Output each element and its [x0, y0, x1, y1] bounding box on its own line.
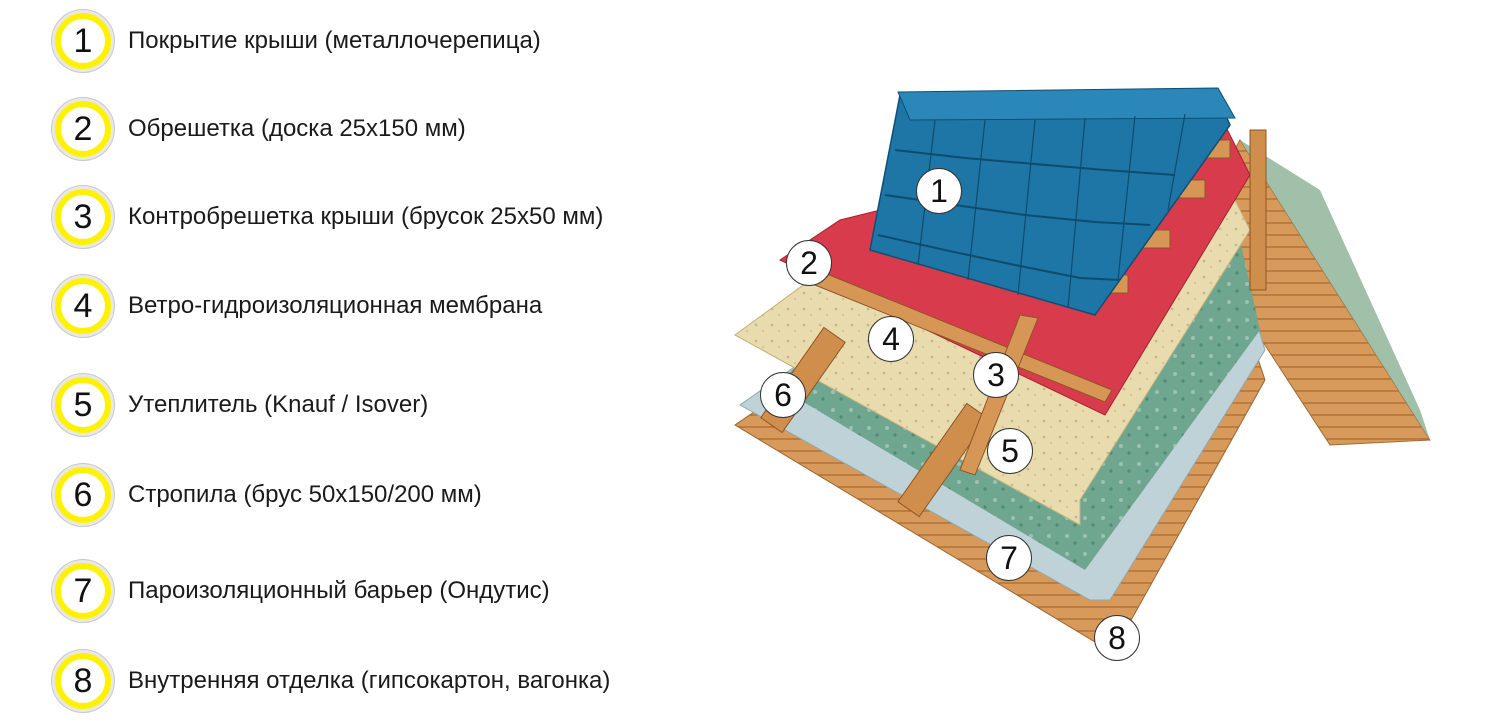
- legend-label: Покрытие крыши (металлочерепица): [128, 27, 541, 54]
- tile-row: [894, 149, 1176, 176]
- tile-ridge: [1017, 119, 1036, 296]
- layer-marker-2: 2: [786, 240, 832, 286]
- ridge-cap: [897, 87, 1236, 121]
- layer-marker-5: 5: [987, 428, 1033, 474]
- layer-marker-4: 4: [868, 316, 914, 362]
- badge-number: 8: [61, 659, 105, 703]
- number-badge: 2: [52, 98, 114, 160]
- number-badge: 6: [52, 464, 114, 526]
- roof-layers-diagram: 1 2 3 4 5 6 7 8: [720, 80, 1460, 680]
- legend-label: Обрешетка (доска 25х150 мм): [128, 115, 466, 142]
- badge-number: 2: [61, 107, 105, 151]
- number-badge: 8: [52, 650, 114, 712]
- legend-label: Стропила (брус 50х150/200 мм): [128, 481, 482, 508]
- rafter: [897, 402, 989, 518]
- legend-label: Ветро-гидроизоляционная мембрана: [128, 292, 543, 319]
- tile-ridge: [1167, 113, 1186, 211]
- layer-marker-6: 6: [760, 372, 806, 418]
- layer-marker-3: 3: [973, 352, 1019, 398]
- number-badge: 1: [52, 10, 114, 72]
- legend-item-2: 2 Обрешетка (доска 25х150 мм): [52, 94, 466, 164]
- legend-label: Внутренняя отделка (гипсокартон, вагонка…: [128, 667, 611, 694]
- legend-item-8: 8 Внутренняя отделка (гипсокартон, вагон…: [52, 646, 610, 716]
- legend-label: Контробрешетка крыши (брусок 25х50 мм): [128, 203, 604, 230]
- tile-row: [877, 234, 1121, 281]
- legend-item-6: 6 Стропила (брус 50х150/200 мм): [52, 460, 482, 530]
- badge-number: 6: [61, 473, 105, 517]
- tile-ridge: [1117, 115, 1136, 281]
- layer-marker-7: 7: [986, 535, 1032, 581]
- number-badge: 5: [52, 374, 114, 436]
- badge-number: 7: [61, 569, 105, 613]
- tile-ridge: [967, 119, 986, 281]
- gable-green-fill: [1240, 140, 1430, 440]
- legend-item-3: 3 Контробрешетка крыши (брусок 25х50 мм): [52, 182, 603, 252]
- badge-number: 1: [61, 19, 105, 63]
- legend-item-7: 7 Пароизоляционный барьер (Ондутис): [52, 556, 550, 626]
- tile-ridge: [1067, 117, 1086, 309]
- legend: 1 Покрытие крыши (металлочерепица) 2 Обр…: [52, 6, 610, 716]
- roof-illustration: [734, 87, 1431, 646]
- legend-item-1: 1 Покрытие крыши (металлочерепица): [52, 6, 541, 76]
- number-badge: 3: [52, 186, 114, 248]
- ridge-rafter: [1249, 129, 1267, 291]
- badge-number: 4: [61, 284, 105, 328]
- badge-number: 3: [61, 195, 105, 239]
- legend-label: Утеплитель (Knauf / Isover): [128, 391, 429, 418]
- layer-marker-1: 1: [916, 168, 962, 214]
- legend-item-5: 5 Утеплитель (Knauf / Isover): [52, 370, 428, 440]
- number-badge: 4: [52, 275, 114, 337]
- legend-label: Пароизоляционный барьер (Ондутис): [128, 577, 550, 604]
- badge-number: 5: [61, 383, 105, 427]
- number-badge: 7: [52, 560, 114, 622]
- legend-item-4: 4 Ветро-гидроизоляционная мембрана: [52, 271, 542, 341]
- layer-marker-8: 8: [1094, 615, 1140, 661]
